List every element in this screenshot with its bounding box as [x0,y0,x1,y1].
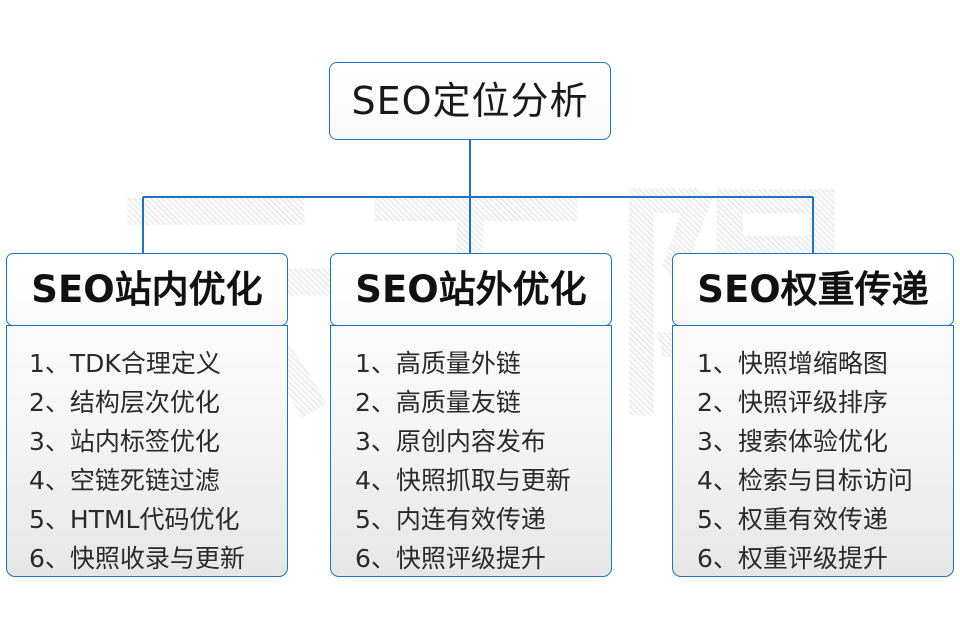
list-item: 6、权重评级提升 [697,544,888,573]
list-item: 1、高质量外链 [355,349,521,378]
column-header-seo-offsite[interactable]: SEO站外优化 [330,253,612,326]
list-item: 2、高质量友链 [355,388,521,417]
list-item: 5、HTML代码优化 [29,505,240,534]
list-item: 2、快照评级排序 [697,388,888,417]
list-item: 5、权重有效传递 [697,505,888,534]
column-seo-offsite: SEO站外优化 1、高质量外链 2、高质量友链 3、原创内容发布 4、快照抓取与… [330,253,612,577]
column-seo-weight: SEO权重传递 1、快照增缩略图 2、快照评级排序 3、搜索体验优化 4、检索与… [672,253,954,577]
list-item: 6、快照收录与更新 [29,544,245,573]
column-title: SEO权重传递 [697,268,929,311]
column-body-seo-weight: 1、快照增缩略图 2、快照评级排序 3、搜索体验优化 4、检索与目标访问 5、权… [672,325,954,577]
column-title: SEO站外优化 [355,268,587,311]
list-item: 4、快照抓取与更新 [355,466,571,495]
list-item: 2、结构层次优化 [29,388,220,417]
list-item: 3、站内标签优化 [29,427,220,456]
list-item: 3、搜索体验优化 [697,427,888,456]
column-title: SEO站内优化 [31,268,263,311]
list-item: 1、快照增缩略图 [697,349,888,378]
column-seo-onsite: SEO站内优化 1、TDK合理定义 2、结构层次优化 3、站内标签优化 4、空链… [6,253,288,577]
list-item: 5、内连有效传递 [355,505,546,534]
root-node-title: SEO定位分析 [351,79,589,123]
list-item: 4、空链死链过滤 [29,466,220,495]
column-header-seo-weight[interactable]: SEO权重传递 [672,253,954,326]
root-node[interactable]: SEO定位分析 [329,62,611,140]
list-item: 1、TDK合理定义 [29,349,221,378]
column-body-seo-onsite: 1、TDK合理定义 2、结构层次优化 3、站内标签优化 4、空链死链过滤 5、H… [6,325,288,577]
column-body-seo-offsite: 1、高质量外链 2、高质量友链 3、原创内容发布 4、快照抓取与更新 5、内连有… [330,325,612,577]
column-header-seo-onsite[interactable]: SEO站内优化 [6,253,288,326]
list-item: 3、原创内容发布 [355,427,546,456]
list-item: 6、快照评级提升 [355,544,546,573]
list-item: 4、检索与目标访问 [697,466,913,495]
